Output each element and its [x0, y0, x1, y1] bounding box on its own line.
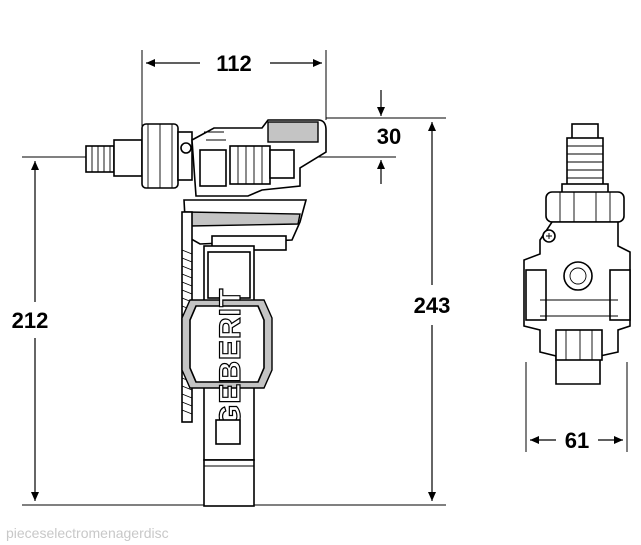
side-body [523, 221, 631, 385]
dimension-label-61: 61 [565, 428, 589, 453]
valve-shoulder [183, 199, 308, 251]
float-body [181, 299, 273, 389]
side-nut [545, 191, 625, 223]
side-inlet-connector [561, 123, 609, 195]
valve-front-view: GEBERIT [85, 119, 327, 507]
outlet-tube [203, 459, 255, 507]
dimension-label-112: 112 [216, 51, 252, 76]
valve-head [191, 119, 327, 197]
dimension-label-212: 212 [12, 308, 49, 333]
dimension-243: 243 [250, 117, 451, 506]
watermark-text: pieceselectromenagerdisc [6, 525, 169, 541]
valve-side-view [523, 123, 631, 385]
brand-text: GEBERIT [214, 288, 247, 428]
inlet-connector [85, 123, 193, 189]
dimension-212: 212 [12, 156, 250, 506]
dimension-112: 112 [141, 50, 327, 128]
dimension-label-243: 243 [414, 293, 451, 318]
dimension-61: 61 [525, 362, 628, 453]
brand-logo: GEBERIT [213, 287, 248, 445]
dimension-label-30: 30 [377, 124, 401, 149]
